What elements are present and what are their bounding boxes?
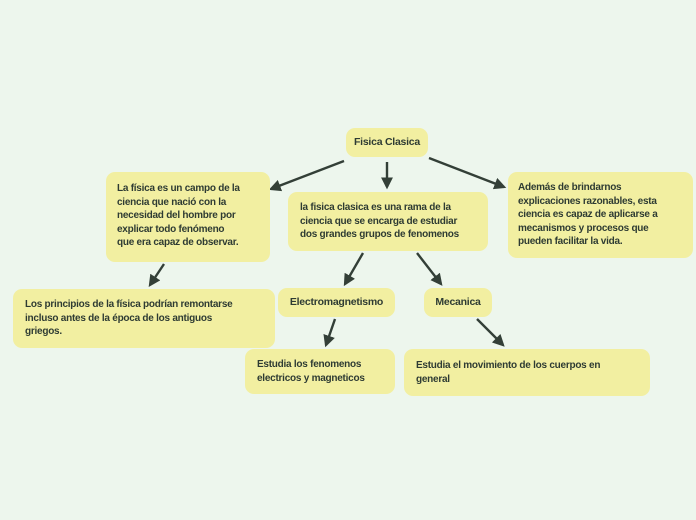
node-definition-fisica[interactable]: La física es un campo de la ciencia que … — [106, 172, 270, 262]
node-definition-fisica-clasica[interactable]: la fisica clasica es una rama de la cien… — [288, 192, 488, 251]
node-electromagnetismo-descripcion[interactable]: Estudia los fenomenos electricos y magne… — [245, 349, 395, 395]
connector-root-to-left — [268, 159, 345, 192]
node-electromagnetismo[interactable]: Electromagnetismo — [278, 288, 395, 317]
node-historia[interactable]: Los principios de la física podrían remo… — [13, 289, 275, 348]
connector-center-to-electromagnetism — [343, 252, 365, 287]
node-fisica-clasica[interactable]: Fisica Clasica — [346, 128, 428, 157]
connector-mechanics-to-desc — [476, 318, 505, 347]
connector-left-to-history — [148, 263, 165, 287]
connector-center-to-mechanics — [416, 252, 443, 286]
node-mecanica[interactable]: Mecanica — [424, 288, 492, 317]
connector-electromagnetism-to-desc — [323, 318, 337, 348]
node-mecanica-descripcion[interactable]: Estudia el movimiento de los cuerpos en … — [404, 349, 650, 397]
node-aplicaciones[interactable]: Además de brindarnos explicaciones razon… — [508, 172, 693, 258]
connector-root-to-right — [428, 156, 507, 190]
